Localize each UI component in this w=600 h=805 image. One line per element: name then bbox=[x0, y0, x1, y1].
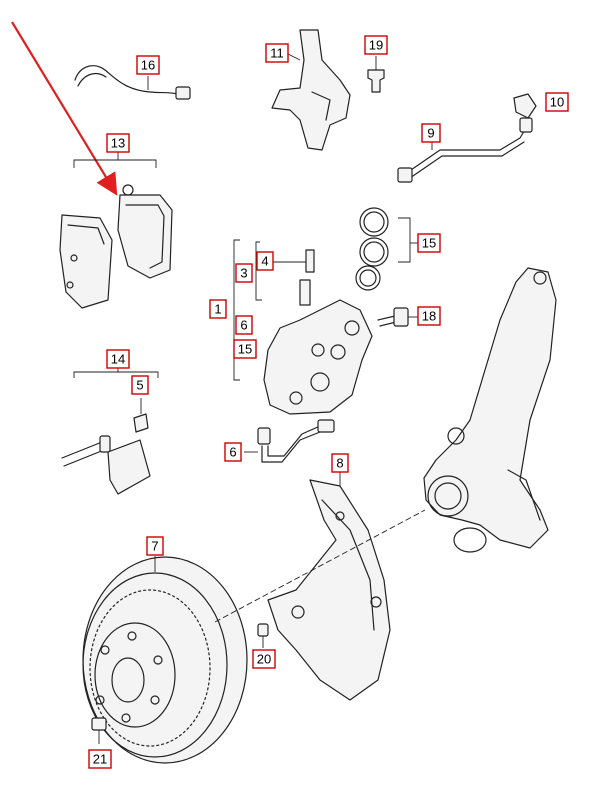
callout-3: 3 bbox=[235, 263, 253, 283]
brake-line-upper bbox=[397, 93, 537, 183]
callout-label: 13 bbox=[111, 136, 125, 151]
callout-10: 10 bbox=[545, 92, 569, 112]
callout-16: 16 bbox=[136, 55, 160, 75]
axis-line bbox=[214, 509, 426, 623]
callout-21: 21 bbox=[88, 749, 112, 769]
brake-hose-lower bbox=[244, 419, 335, 463]
callout-15-lower: 15 bbox=[233, 339, 257, 359]
highlight-arrow bbox=[11, 21, 118, 196]
callout-label: 9 bbox=[427, 126, 434, 141]
guide-pin-kit bbox=[61, 366, 159, 495]
splash-shield bbox=[267, 472, 391, 701]
screws bbox=[91, 623, 269, 744]
callout-6-upper: 6 bbox=[235, 315, 253, 335]
callout-14: 14 bbox=[106, 349, 130, 369]
callout-label: 3 bbox=[240, 266, 247, 281]
callout-8: 8 bbox=[331, 453, 349, 473]
callout-5: 5 bbox=[131, 375, 149, 395]
callout-15-upper: 15 bbox=[417, 233, 441, 253]
callout-4: 4 bbox=[256, 251, 274, 271]
callout-1: 1 bbox=[209, 299, 227, 319]
callout-6-lower: 6 bbox=[224, 442, 242, 462]
callout-7: 7 bbox=[146, 536, 164, 556]
callout-label: 16 bbox=[141, 58, 155, 73]
wear-sensor bbox=[74, 65, 191, 100]
caliper-bolt bbox=[377, 307, 420, 327]
callout-label: 19 bbox=[369, 38, 383, 53]
callout-label: 14 bbox=[111, 352, 125, 367]
brake-disc bbox=[82, 556, 248, 764]
callout-label: 1 bbox=[214, 302, 221, 317]
mounting-bracket bbox=[271, 29, 385, 151]
callout-9: 9 bbox=[421, 123, 441, 143]
callout-label: 15 bbox=[238, 342, 252, 357]
callout-label: 7 bbox=[151, 539, 158, 554]
steering-knuckle bbox=[423, 267, 557, 553]
callout-label: 4 bbox=[261, 254, 268, 269]
callout-label: 10 bbox=[550, 95, 564, 110]
callout-20: 20 bbox=[252, 649, 276, 669]
callout-label: 20 bbox=[257, 652, 271, 667]
callout-19: 19 bbox=[364, 35, 388, 55]
callout-label: 18 bbox=[422, 309, 436, 324]
brake-caliper bbox=[233, 239, 373, 415]
callout-label: 6 bbox=[240, 318, 247, 333]
callout-label: 11 bbox=[270, 46, 284, 61]
callout-18: 18 bbox=[417, 306, 441, 326]
brake-pads bbox=[59, 150, 173, 309]
callout-13: 13 bbox=[106, 133, 130, 153]
seal-rings bbox=[355, 207, 418, 291]
callout-label: 15 bbox=[422, 236, 436, 251]
callout-label: 8 bbox=[336, 456, 343, 471]
callout-11: 11 bbox=[265, 43, 289, 63]
callout-label: 6 bbox=[229, 445, 236, 460]
callout-label: 21 bbox=[93, 752, 107, 767]
callout-label: 5 bbox=[136, 378, 143, 393]
